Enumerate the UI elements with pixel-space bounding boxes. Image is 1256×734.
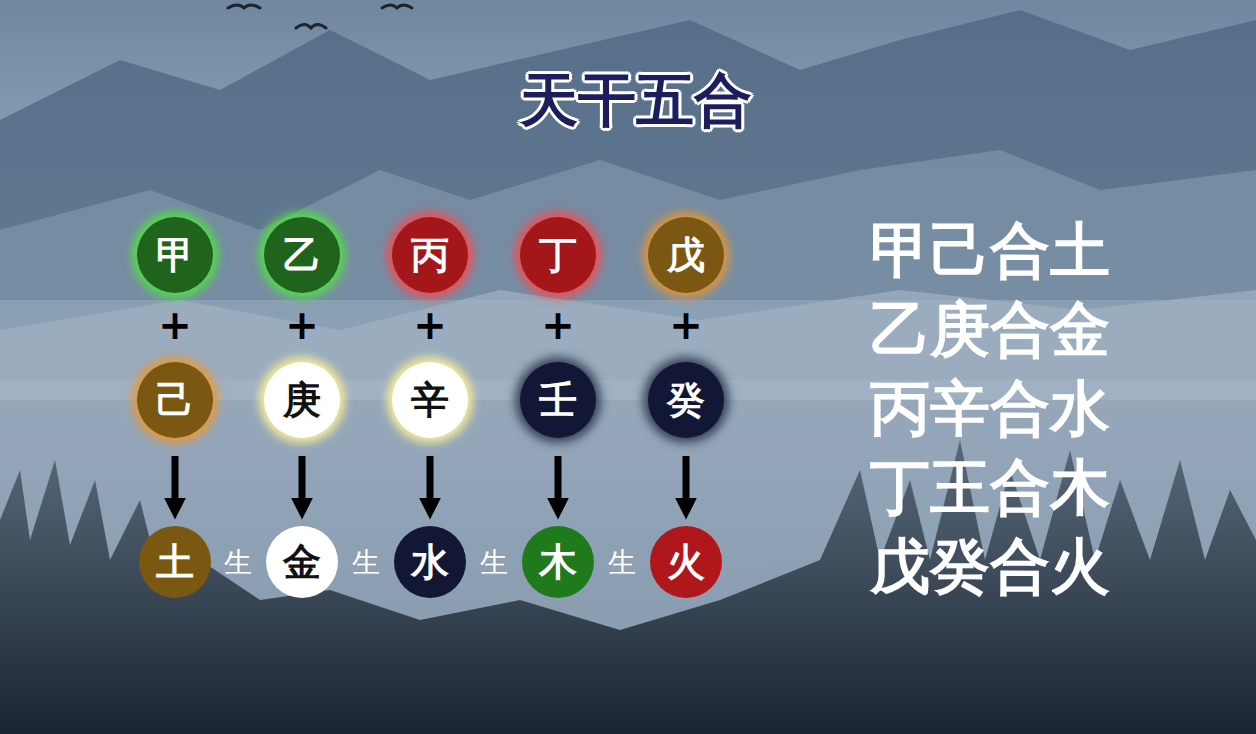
generates-label: 生 [224, 549, 252, 577]
node-label: 庚 [283, 381, 321, 419]
node-label: 戊 [667, 236, 705, 274]
stem-circle: 戊 [648, 217, 724, 293]
plus-sign: + [413, 305, 447, 345]
stem-circle: 壬 [520, 362, 596, 438]
down-arrow [299, 456, 306, 502]
node-label: 甲 [156, 236, 194, 274]
stem-circle: 丙 [392, 217, 468, 293]
node-label: 壬 [539, 381, 577, 419]
combination-text: 甲己合土 [870, 220, 1110, 280]
combination-text: 丁王合木 [870, 457, 1110, 517]
stem-circle: 甲 [137, 217, 213, 293]
node-label: 丙 [411, 236, 449, 274]
element-circle: 木 [522, 526, 594, 598]
plus-sign: + [158, 305, 192, 345]
generates-label: 生 [480, 549, 508, 577]
element-circle: 土 [139, 526, 211, 598]
down-arrow [683, 456, 690, 502]
stem-circle: 乙 [264, 217, 340, 293]
stem-circle: 己 [137, 362, 213, 438]
node-label: 己 [156, 381, 194, 419]
element-circle: 水 [394, 526, 466, 598]
combination-text: 戊癸合火 [870, 536, 1110, 596]
down-arrow [427, 456, 434, 502]
diagram-title: 天干五合 [520, 71, 752, 129]
stem-circle: 癸 [648, 362, 724, 438]
generates-label: 生 [352, 549, 380, 577]
element-circle: 金 [266, 526, 338, 598]
node-label: 癸 [667, 381, 705, 419]
node-label: 土 [156, 543, 194, 581]
combination-text: 丙辛合水 [870, 378, 1110, 438]
stem-circle: 辛 [392, 362, 468, 438]
stem-circle: 丁 [520, 217, 596, 293]
element-circle: 火 [650, 526, 722, 598]
generates-label: 生 [608, 549, 636, 577]
stem-circle: 庚 [264, 362, 340, 438]
node-label: 水 [411, 543, 449, 581]
plus-sign: + [669, 305, 703, 345]
down-arrow [555, 456, 562, 502]
node-label: 金 [283, 543, 321, 581]
down-arrow [172, 456, 179, 502]
node-label: 火 [667, 543, 705, 581]
plus-sign: + [285, 305, 319, 345]
node-label: 丁 [539, 236, 577, 274]
node-label: 辛 [411, 381, 449, 419]
node-label: 木 [539, 543, 577, 581]
node-label: 乙 [283, 236, 321, 274]
combination-text: 乙庚合金 [870, 299, 1110, 359]
plus-sign: + [541, 305, 575, 345]
